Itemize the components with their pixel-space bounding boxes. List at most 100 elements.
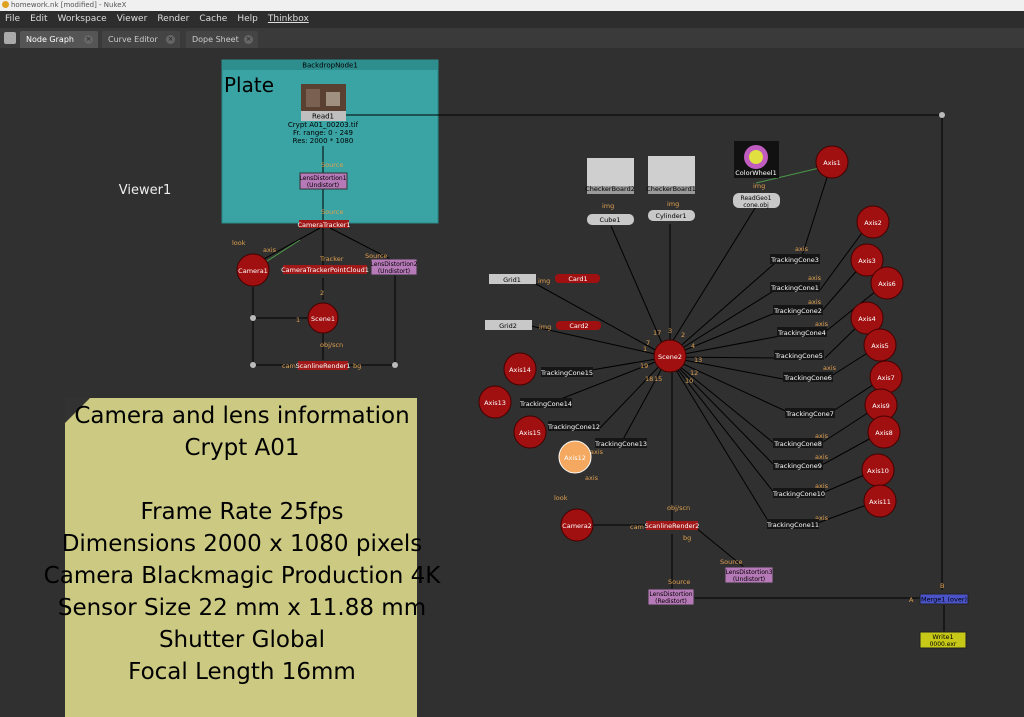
- node-label: Axis7: [877, 374, 895, 382]
- menu-file[interactable]: File: [5, 14, 21, 24]
- point-cloud-node[interactable]: CameraTrackerPointCloud1: [281, 265, 369, 274]
- tracking-cone-node[interactable]: TrackingCone3: [770, 256, 819, 264]
- node-sublabel: Fr. range: 0 - 249: [293, 129, 353, 137]
- tracking-cone-node[interactable]: TrackingCone1: [770, 284, 819, 292]
- tracking-cone-node[interactable]: TrackingCone8: [773, 440, 822, 448]
- axis-node[interactable]: Axis5: [863, 328, 897, 362]
- lens-distortion-node[interactable]: LensDistortion3 (Undistort): [724, 566, 774, 584]
- write-node[interactable]: Write1 0000.exr: [919, 631, 967, 649]
- axis-node[interactable]: Axis13: [478, 385, 512, 419]
- window-title: homework.nk [modified] - NukeX: [11, 1, 127, 9]
- close-icon[interactable]: ×: [84, 35, 93, 44]
- lens-distortion-node[interactable]: LensDistortion (Redistort): [647, 588, 695, 606]
- grid-node[interactable]: Grid2: [485, 320, 532, 330]
- checkerboard-node[interactable]: CheckerBoard1: [646, 156, 696, 194]
- node-sublabel: (Undistort): [733, 576, 765, 583]
- node-label: Axis10: [867, 467, 889, 475]
- close-icon[interactable]: ×: [166, 35, 175, 44]
- menu-thinkbox[interactable]: Thinkbox: [267, 14, 309, 24]
- camera-node[interactable]: Camera2: [560, 508, 594, 542]
- edge-label: Source: [720, 558, 742, 566]
- menu-cache[interactable]: Cache: [199, 14, 228, 24]
- color-wheel-node[interactable]: ColorWheel1: [734, 141, 779, 178]
- node-label: Camera2: [562, 522, 592, 530]
- tracking-cone-node[interactable]: TrackingCone4: [777, 329, 826, 337]
- node-label: Card1: [568, 275, 587, 283]
- tab-curve-editor[interactable]: Curve Editor ×: [102, 31, 180, 48]
- merge-node[interactable]: Merge1 (over): [919, 593, 969, 605]
- node-sublabel: (Undistort): [378, 268, 410, 275]
- axis-node[interactable]: Axis10: [861, 453, 895, 487]
- axis-node[interactable]: Axis1: [815, 145, 849, 179]
- node-label: Read1: [312, 113, 334, 121]
- scanline-render-node[interactable]: ScanlineRender1: [296, 361, 351, 370]
- tracking-cone-node[interactable]: TrackingCone6: [783, 374, 832, 382]
- menu-workspace[interactable]: Workspace: [57, 14, 107, 24]
- edge-label: look: [232, 239, 246, 247]
- edge-label: 18: [645, 375, 653, 383]
- tracking-cone-node[interactable]: TrackingCone7: [785, 410, 834, 418]
- edge-label: img: [602, 202, 614, 210]
- axis-node[interactable]: Axis14: [503, 352, 537, 386]
- axis-node[interactable]: Axis7: [869, 360, 903, 394]
- axis-node[interactable]: Axis2: [856, 205, 890, 239]
- viewer-node[interactable]: Viewer1: [119, 183, 171, 198]
- scene-node[interactable]: Scene1: [307, 302, 339, 334]
- lens-distortion-node[interactable]: LensDistortion1 (Undistort): [299, 172, 348, 190]
- node-label: Axis1: [823, 159, 841, 167]
- axis-node[interactable]: Axis15: [513, 415, 547, 449]
- cube-node[interactable]: Cube1: [587, 214, 634, 225]
- tracking-cone-node[interactable]: TrackingCone15: [540, 369, 593, 377]
- menu-help[interactable]: Help: [237, 14, 258, 24]
- sticky-line: Dimensions 2000 x 1080 pixels: [62, 531, 423, 557]
- axis-node[interactable]: Axis11: [863, 484, 897, 518]
- camera-node[interactable]: Camera1: [236, 253, 270, 287]
- nuke-app-icon: [2, 1, 9, 8]
- menu-edit[interactable]: Edit: [30, 14, 48, 24]
- tracking-cone-node[interactable]: TrackingCone14: [519, 400, 572, 408]
- tracking-cone-node[interactable]: TrackingCone11: [766, 521, 819, 529]
- close-icon[interactable]: ×: [244, 35, 253, 44]
- read-geo-node[interactable]: ReadGeo1 cone.obj: [733, 193, 780, 209]
- tracking-cone-node[interactable]: TrackingCone10: [772, 490, 825, 498]
- tab-node-graph[interactable]: Node Graph×: [20, 31, 98, 48]
- axis-node[interactable]: Axis3: [850, 243, 884, 277]
- node-sublabel: 0000.exr: [930, 641, 957, 648]
- camera-tracker-node[interactable]: CameraTracker1: [297, 220, 351, 229]
- card-node[interactable]: Card2: [556, 321, 601, 330]
- tracking-cone-node[interactable]: TrackingCone12: [547, 423, 600, 431]
- tab-dope-sheet[interactable]: Dope Sheet×: [186, 31, 258, 48]
- node-label: Axis5: [871, 342, 889, 350]
- axis-node[interactable]: Axis8: [867, 415, 901, 449]
- tab-label: Curve Editor: [108, 35, 158, 44]
- scanline-render-node[interactable]: ScanlineRender2: [645, 521, 700, 530]
- tracking-cone-node[interactable]: TrackingCone13: [594, 440, 647, 448]
- tracking-cones[interactable]: TrackingCone3 TrackingCone1 TrackingCone…: [519, 254, 835, 529]
- edge-label: img: [538, 277, 550, 285]
- node-sublabel: Crypt A01_00203.tif: [288, 121, 359, 129]
- node-graph-svg[interactable]: BackdropNode1 Plate: [0, 48, 1024, 717]
- card-node[interactable]: Card1: [555, 274, 600, 283]
- menu-render[interactable]: Render: [157, 14, 190, 24]
- tracking-cone-node[interactable]: TrackingCone5: [774, 352, 823, 360]
- menu-viewer[interactable]: Viewer: [116, 14, 148, 24]
- cylinder-node[interactable]: Cylinder1: [648, 210, 695, 221]
- grid-node[interactable]: Grid1: [489, 274, 536, 284]
- node-label: Grid2: [499, 322, 517, 330]
- checkerboard-node[interactable]: CheckerBoard2: [585, 158, 635, 194]
- lens-distortion-node[interactable]: LensDistortion2 (Undistort): [370, 258, 418, 276]
- axis-node[interactable]: Axis6: [870, 266, 904, 300]
- axis-node[interactable]: Axis4: [850, 301, 884, 335]
- node-label: ScanlineRender2: [645, 522, 700, 530]
- sticky-note[interactable]: [65, 398, 417, 717]
- read-node[interactable]: Read1 Crypt A01_00203.tif Fr. range: 0 -…: [288, 84, 359, 145]
- scene-node[interactable]: Scene2: [653, 339, 687, 373]
- edge-label: obj/scn: [667, 504, 690, 512]
- node-graph-canvas[interactable]: BackdropNode1 Plate: [0, 48, 1024, 717]
- node-label: Axis14: [509, 366, 531, 374]
- axis-node-selected[interactable]: Axis12: [558, 440, 592, 474]
- pane-menu-icon[interactable]: [4, 32, 16, 44]
- tracking-cone-node[interactable]: TrackingCone2: [773, 307, 822, 315]
- tracking-cone-node[interactable]: TrackingCone9: [773, 462, 822, 470]
- edge-label: 7: [646, 339, 650, 347]
